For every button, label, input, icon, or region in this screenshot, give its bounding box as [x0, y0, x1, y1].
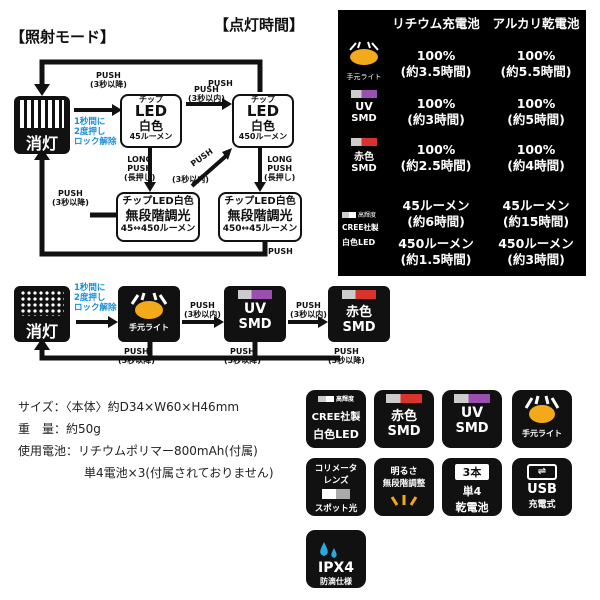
cree-led-feature-icon: 高輝度 CREE社製 白色LED	[306, 390, 366, 448]
row4-alkaline: 45ルーメン(約15時間)	[502, 198, 570, 229]
push-label-2: PUSH(3秒以内)	[188, 85, 225, 103]
spec-weight: 重 量：約50g	[18, 422, 101, 436]
hand-light-icon	[130, 292, 168, 319]
uv-smd-icon: UV SMD	[344, 90, 384, 124]
push-label-1: PUSH(3秒以降)	[90, 71, 127, 89]
push-diag-sub: (3秒以内)	[172, 175, 209, 184]
waterproof-icon: IPX4 防滴仕様	[306, 530, 366, 588]
off-label: 消灯	[25, 134, 58, 153]
row5-alkaline: 450ルーメン(約3時間)	[498, 236, 574, 267]
spec-battery: 使用電池：リチウムポリマー800mAh(付属)	[18, 444, 258, 458]
red-smd-feature-icon: 赤色 SMD	[374, 390, 434, 448]
spec-size: サイズ：〈本体〉約D34×W60×H46mm	[18, 400, 240, 414]
spec-battery-2: 単4電池×3(付属されておりません)	[84, 466, 274, 480]
collimator-lens-icon: コリメータ レンズ スポット光	[306, 458, 366, 516]
header-lithium: リチウム充電池	[392, 16, 480, 31]
push-label-b2: PUSH(3秒以内)	[290, 301, 327, 319]
push-bottom-b2: PUSH(3秒以降)	[224, 347, 261, 365]
uv-smd-node: UV SMD	[224, 286, 286, 342]
red-smd-node: 赤色 SMD	[328, 286, 390, 342]
header-alkaline: アルカリ乾電池	[492, 16, 580, 31]
row1-lithium: 100%(約3.5時間)	[400, 48, 472, 79]
red-led-icon	[342, 290, 376, 299]
hand-light-icon: 手元ライト	[344, 40, 384, 81]
row2-lithium: 100%(約3時間)	[407, 96, 465, 127]
push-bottom-b1: PUSH(3秒以降)	[118, 347, 155, 365]
row3-lithium: 100%(約2.5時間)	[400, 142, 472, 173]
push-bottom: PUSH	[268, 247, 293, 256]
usb-charge-icon: ⇌ USB 充電式	[512, 458, 572, 516]
time-table: リチウム充電池 アルカリ乾電池 手元ライト 100%(約3.5時間) 100%(…	[338, 10, 586, 276]
time-title: 【点灯時間】	[214, 16, 305, 34]
hand-light-feature-icon: 手元ライト	[512, 390, 572, 448]
mode-title: 【照射モード】	[10, 28, 116, 46]
red-smd-icon: 赤色 SMD	[344, 138, 384, 174]
cree-led-icon: 高輝度 CREE社製 白色LED	[342, 211, 379, 247]
led-450-node: チップ LED 白色 450ルーメン	[232, 94, 294, 148]
row4-lithium: 45ルーメン(約6時間)	[402, 198, 470, 229]
led-45-node: チップ LED 白色 45ルーメン	[120, 94, 182, 148]
off-node: 消灯	[14, 96, 70, 154]
row5-lithium: 450ルーメン(約1.5時間)	[398, 236, 474, 267]
push-label-b1: PUSH(3秒以内)	[184, 301, 221, 319]
uv-smd-feature-icon: UV SMD	[442, 390, 502, 448]
usb-icon: ⇌	[527, 464, 557, 480]
row3-alkaline: 100%(約4時間)	[507, 142, 565, 173]
dimmer-icon: 明るさ 無段階調整	[374, 458, 434, 516]
dot-grid-icon	[20, 290, 64, 316]
aaa-battery-icon: 3本 単4 乾電池	[442, 458, 502, 516]
push-top: PUSH	[208, 79, 233, 88]
row2-alkaline: 100%(約5時間)	[507, 96, 565, 127]
mode-diagram-2-arrows	[34, 316, 340, 361]
row1-alkaline: 100%(約5.5時間)	[500, 48, 572, 79]
push-left: PUSH(3秒以降)	[52, 189, 89, 207]
hand-light-node: 手元ライト	[118, 286, 180, 342]
barcode-icon	[20, 100, 64, 128]
dim-node-2: チップLED白色 無段階調光 450↔45ルーメン	[218, 192, 302, 242]
water-drop-icon	[320, 542, 337, 558]
dim-node-1: チップLED白色 無段階調光 45↔450ルーメン	[116, 192, 200, 242]
uv-led-icon	[238, 290, 272, 299]
off-node-2: 消灯	[14, 286, 70, 342]
push-bottom-b3: PUSH(3秒以降)	[328, 347, 365, 365]
